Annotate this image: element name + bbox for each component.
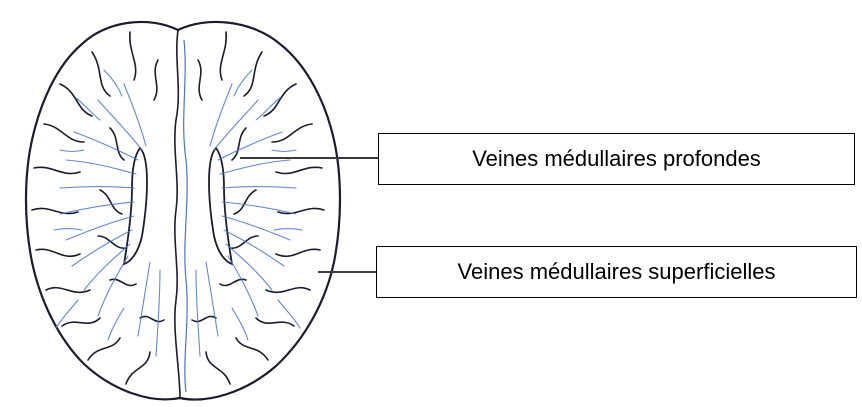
label-superficial-medullary-veins: Veines médullaires superficielles <box>376 246 857 298</box>
label-deep-medullary-veins-text: Veines médullaires profondes <box>472 146 761 172</box>
label-deep-medullary-veins: Veines médullaires profondes <box>378 133 855 185</box>
label-superficial-medullary-veins-text: Veines médullaires superficielles <box>458 259 776 285</box>
